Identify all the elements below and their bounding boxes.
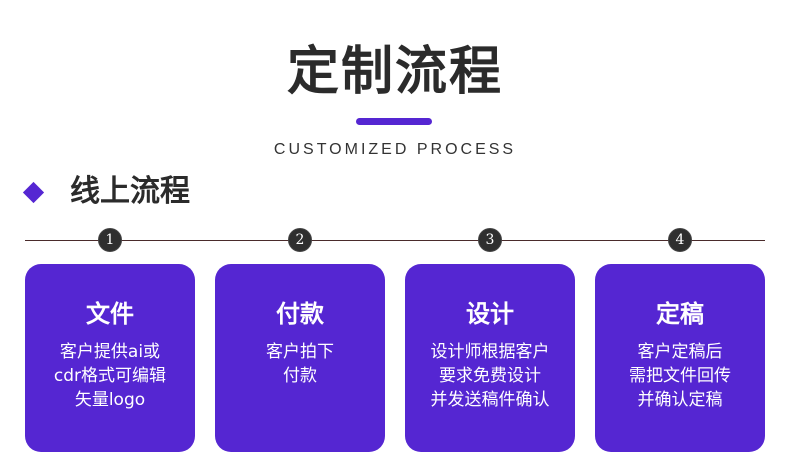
step-card-title: 文件 — [86, 300, 134, 328]
step-card-line: 要求免费设计 — [439, 366, 541, 386]
step-card-description: 客户拍下 付款 — [215, 340, 385, 388]
section-label: 线上流程 — [70, 174, 190, 209]
step-card-design: 设计 设计师根据客户 要求免费设计 并发送稿件确认 — [405, 264, 575, 452]
step-card-title: 付款 — [276, 300, 324, 328]
step-card-line: 设计师根据客户 — [430, 342, 550, 362]
step-number-1: 1 — [98, 228, 122, 252]
page-subtitle: CUSTOMIZED PROCESS — [273, 141, 517, 158]
step-card-line: 付款 — [283, 366, 317, 386]
step-card-file: 文件 客户提供ai或 cdr格式可编辑 矢量logo — [25, 264, 195, 452]
step-card-finalize: 定稿 客户定稿后 需把文件回传 并确认定稿 — [595, 264, 765, 452]
step-number-3: 3 — [478, 228, 502, 252]
step-card-line: 并确认定稿 — [637, 390, 723, 410]
step-card-line: 客户定稿后 — [637, 342, 723, 362]
step-card-description: 设计师根据客户 要求免费设计 并发送稿件确认 — [405, 340, 575, 412]
step-card-description: 客户定稿后 需把文件回传 并确认定稿 — [595, 340, 765, 412]
step-card-title: 定稿 — [656, 300, 704, 328]
page-title: 定制流程 — [286, 42, 503, 102]
step-card-line: cdr格式可编辑 — [53, 366, 167, 386]
step-number-2: 2 — [288, 228, 312, 252]
title-underline — [356, 118, 432, 125]
step-card-description: 客户提供ai或 cdr格式可编辑 矢量logo — [25, 340, 195, 412]
step-card-line: 并发送稿件确认 — [430, 390, 550, 410]
step-card-payment: 付款 客户拍下 付款 — [215, 264, 385, 452]
step-card-line: 需把文件回传 — [629, 366, 731, 386]
step-card-line: 矢量logo — [74, 390, 146, 410]
step-card-line: 客户拍下 — [266, 342, 334, 362]
step-card-line: 客户提供ai或 — [59, 342, 161, 362]
step-number-4: 4 — [668, 228, 692, 252]
diamond-icon — [22, 181, 45, 204]
step-card-title: 设计 — [466, 300, 514, 328]
timeline-line — [25, 240, 765, 241]
